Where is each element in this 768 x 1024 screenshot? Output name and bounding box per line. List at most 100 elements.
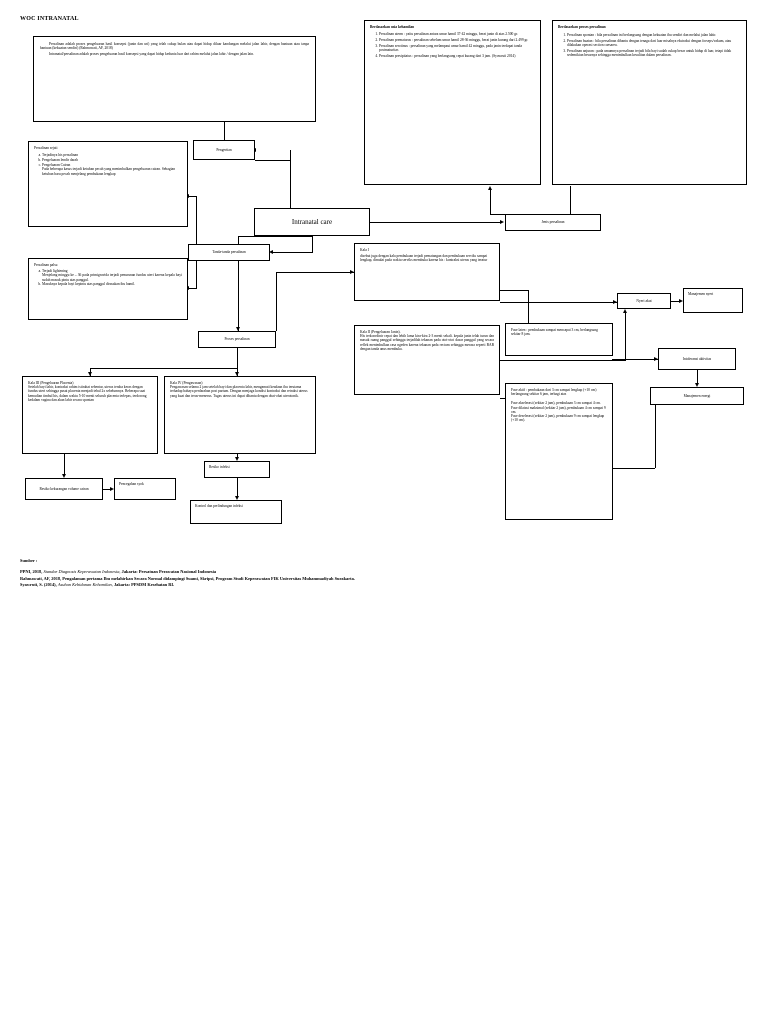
list-item: Persalinan anjuran : pada umumnya persal… — [567, 49, 741, 57]
persalinan-palsu-heading: Persalinan palsu — [34, 263, 58, 267]
node-manajemen-energi-label: Manajemen energi — [683, 393, 711, 398]
list-item: Masuknya kepala bayi kepintu atas panggu… — [42, 282, 182, 286]
source-title: Standar Diagnosis Keperawatan Indonesia, — [43, 569, 121, 575]
lightening-body: Menjelang minggu ke – 36 pada primigravi… — [42, 273, 182, 282]
source-author: Rahmawati, AF, 2018, — [20, 575, 62, 581]
source-entry: Rahmawati, AF, 2018, Pengalaman pertama … — [20, 576, 355, 582]
list-item: Persalinan prematurus : persalinan sebel… — [379, 38, 535, 42]
node-manajemen-nyeri[interactable]: Manajemen nyeri — [683, 288, 743, 313]
connector-intranatal-to-tanda-v — [312, 236, 313, 253]
source-author: PPNI, 2018, — [20, 569, 43, 575]
arrowhead-right — [654, 356, 658, 361]
kala-ii-heading: Kala II (Pengeluaran Janin). — [360, 330, 401, 334]
node-pengertian[interactable]: Pengertian — [193, 140, 255, 160]
node-jenis-persalinan-label: Jenis persalinan — [541, 220, 565, 225]
persalinan-palsu-list: Terjadi lightening Menjelang minggu ke –… — [34, 269, 182, 286]
kala-i-heading: Kala I — [360, 248, 369, 252]
kala-iv-body: Pengawasan selama 2 jam setelah bayi dan… — [170, 385, 308, 398]
connector-jenis-to-usia-h — [490, 214, 506, 215]
definition-paragraph-1: Persalinan adalah proses pengeluaran has… — [40, 42, 309, 51]
node-proses-persalinan[interactable]: Proses persalinan — [198, 331, 276, 348]
arrowhead-right — [350, 269, 354, 274]
connector-kala-i-to-fase-laten-v — [528, 290, 529, 323]
kala-i-box: Kala I disebut juga dengan kala pembukaa… — [354, 243, 500, 301]
connector-pengertian-riser — [290, 150, 291, 161]
arrowhead-down — [234, 372, 239, 376]
connector-to-intoleransi-h — [612, 359, 658, 360]
connector-tanda-to-palsu-h — [188, 288, 197, 289]
source-author: Syawruti, S. (2014), — [20, 582, 57, 588]
node-pencegahan-syok-label: Pencegahan syok — [119, 482, 144, 486]
connector-kala-iv-to-resiko-infeksi — [237, 454, 238, 457]
list-item: Terjadi lightening Menjelang minggu ke –… — [42, 269, 182, 282]
list-item: Persalinan buatan : bila persalinan diba… — [567, 39, 741, 47]
node-intranatal-care[interactable]: Intranatal care — [254, 208, 370, 236]
persalinan-sejati-extra: Pada beberapa kasus terjadi ketuban peca… — [42, 167, 176, 176]
connector-proses-down — [237, 348, 238, 368]
usia-kehamilan-list: Persalinan aterm : yaitu persalinan anta… — [370, 32, 535, 58]
arrowhead-down — [87, 372, 92, 376]
node-proses-persalinan-label: Proses persalinan — [224, 337, 250, 342]
list-item: Persalinan aterm : yaitu persalinan anta… — [379, 32, 535, 36]
definition-box: Persalinan adalah proses pengeluaran has… — [33, 36, 316, 122]
source-title: Asuhan Kebidanan Kehamilan, — [57, 582, 113, 588]
persalinan-sejati-box: Persalinan sejati Terjadinya his persali… — [28, 141, 188, 227]
arrowhead-down — [694, 383, 699, 387]
node-resiko-kekurangan-volume-cairan[interactable]: Resiko kekurangan volume cairan — [25, 478, 103, 500]
node-intoleransi-aktivitas-label: Intoleransi aktivitas — [682, 356, 712, 361]
connector-intranatal-to-pengertian-h — [255, 160, 291, 161]
connector-kala-ii-to-nyeri-v — [625, 313, 626, 360]
connector-nyeri-to-manajemen — [671, 301, 679, 302]
node-resiko-infeksi[interactable]: Resiko infeksi — [204, 461, 270, 478]
node-manajemen-energi[interactable]: Manajemen energi — [650, 387, 744, 405]
node-nyeri-akut[interactable]: Nyeri akut — [617, 293, 671, 309]
source-rest: Jakarta: Persatuan Perawatan Nasional In… — [121, 569, 217, 575]
kala-iii-body: Setelah bayi lahir, kontraksi rahim isti… — [28, 385, 147, 402]
arrowhead-up — [487, 186, 492, 190]
source-rest: Jakarta: PPSDM Kesehatan RI. — [113, 582, 175, 588]
connector-resiko-cairan-to-syok — [103, 489, 110, 490]
lightening-title: Terjadi lightening — [42, 269, 68, 274]
node-intranatal-care-label: Intranatal care — [291, 217, 333, 226]
node-pengertian-label: Pengertian — [216, 147, 232, 152]
node-tanda-tanda-persalinan[interactable]: Tanda-tanda persalinan — [188, 244, 270, 261]
persalinan-palsu-box: Persalinan palsu Terjadi lightening Menj… — [28, 258, 188, 320]
kala-ii-box: Kala II (Pengeluaran Janin). His terkoor… — [354, 325, 500, 395]
node-nyeri-akut-label: Nyeri akut — [636, 298, 652, 303]
arrowhead-down — [234, 457, 239, 461]
proses-persalinan-jenis-box: Berdasarkan proses persalinan Persalinan… — [552, 20, 747, 185]
usia-kehamilan-box: Berdasarkan usia kehamilan Persalinan at… — [364, 20, 541, 185]
node-pencegahan-syok[interactable]: Pencegahan syok — [114, 478, 176, 500]
node-kontrol-perlindungan-infeksi-label: Kontrol dan perlindungan infeksi — [195, 504, 243, 508]
connector-resiko-infeksi-to-kontrol — [237, 478, 238, 496]
fase-laten-body: Fase laten : pembukaan sampai mencapai 3… — [511, 328, 598, 337]
node-intoleransi-aktivitas[interactable]: Intoleransi aktivitas — [658, 348, 736, 370]
fase-aktif-line-3: Fase dilatasi maksimal (sekitar 2 jam), … — [511, 405, 606, 414]
connector-kala-iii-to-resiko-cairan — [64, 454, 65, 474]
arrowhead-right — [110, 486, 114, 491]
connector-pengertian-to-definition — [224, 122, 225, 140]
node-jenis-persalinan[interactable]: Jenis persalinan — [505, 214, 601, 231]
arrowhead-down — [235, 327, 240, 331]
list-item: Persalinan presipitatus : persalinan yan… — [379, 54, 535, 58]
node-tanda-tanda-persalinan-label: Tanda-tanda persalinan — [212, 250, 246, 255]
node-kontrol-perlindungan-infeksi[interactable]: Kontrol dan perlindungan infeksi — [190, 500, 282, 524]
page-title: WOC INTRANATAL — [20, 16, 79, 22]
connector-kala-i-to-fase-laten-h — [500, 290, 528, 291]
kala-ii-body: His terkoordinir cepat dan lebih lama ki… — [360, 334, 494, 351]
kala-i-body: disebut juga dengan kala pembukaan terja… — [360, 254, 488, 263]
kala-iv-box: Kala IV (Pengawasan) Pengawasan selama 2… — [164, 376, 316, 454]
definition-paragraph-2: Intranatal/persalinan adalah proses peng… — [49, 52, 254, 57]
fase-aktif-line-2: Fase akselerasi (sekitar 2 jam), pembuka… — [511, 401, 601, 406]
list-item: Pengeluaran lendir darah — [42, 158, 182, 162]
usia-kehamilan-heading: Berdasarkan usia kehamilan — [370, 25, 415, 29]
arrowhead-left — [269, 249, 273, 254]
connector-to-nyeri-akut-h — [500, 302, 617, 303]
connector-intranatal-to-proses-v — [238, 236, 239, 331]
fase-aktif-line-1: Fase aktif : pembukaan dari 3 cm sampai … — [511, 388, 597, 397]
source-entry: PPNI, 2018, Standar Diagnosis Keperawata… — [20, 569, 355, 575]
fase-aktif-box: Fase aktif : pembukaan dari 3 cm sampai … — [505, 383, 613, 520]
kala-iii-heading: Kala III (Pengeluaran Placenta) — [28, 381, 74, 385]
connector-jenis-to-usia-v — [490, 190, 491, 214]
